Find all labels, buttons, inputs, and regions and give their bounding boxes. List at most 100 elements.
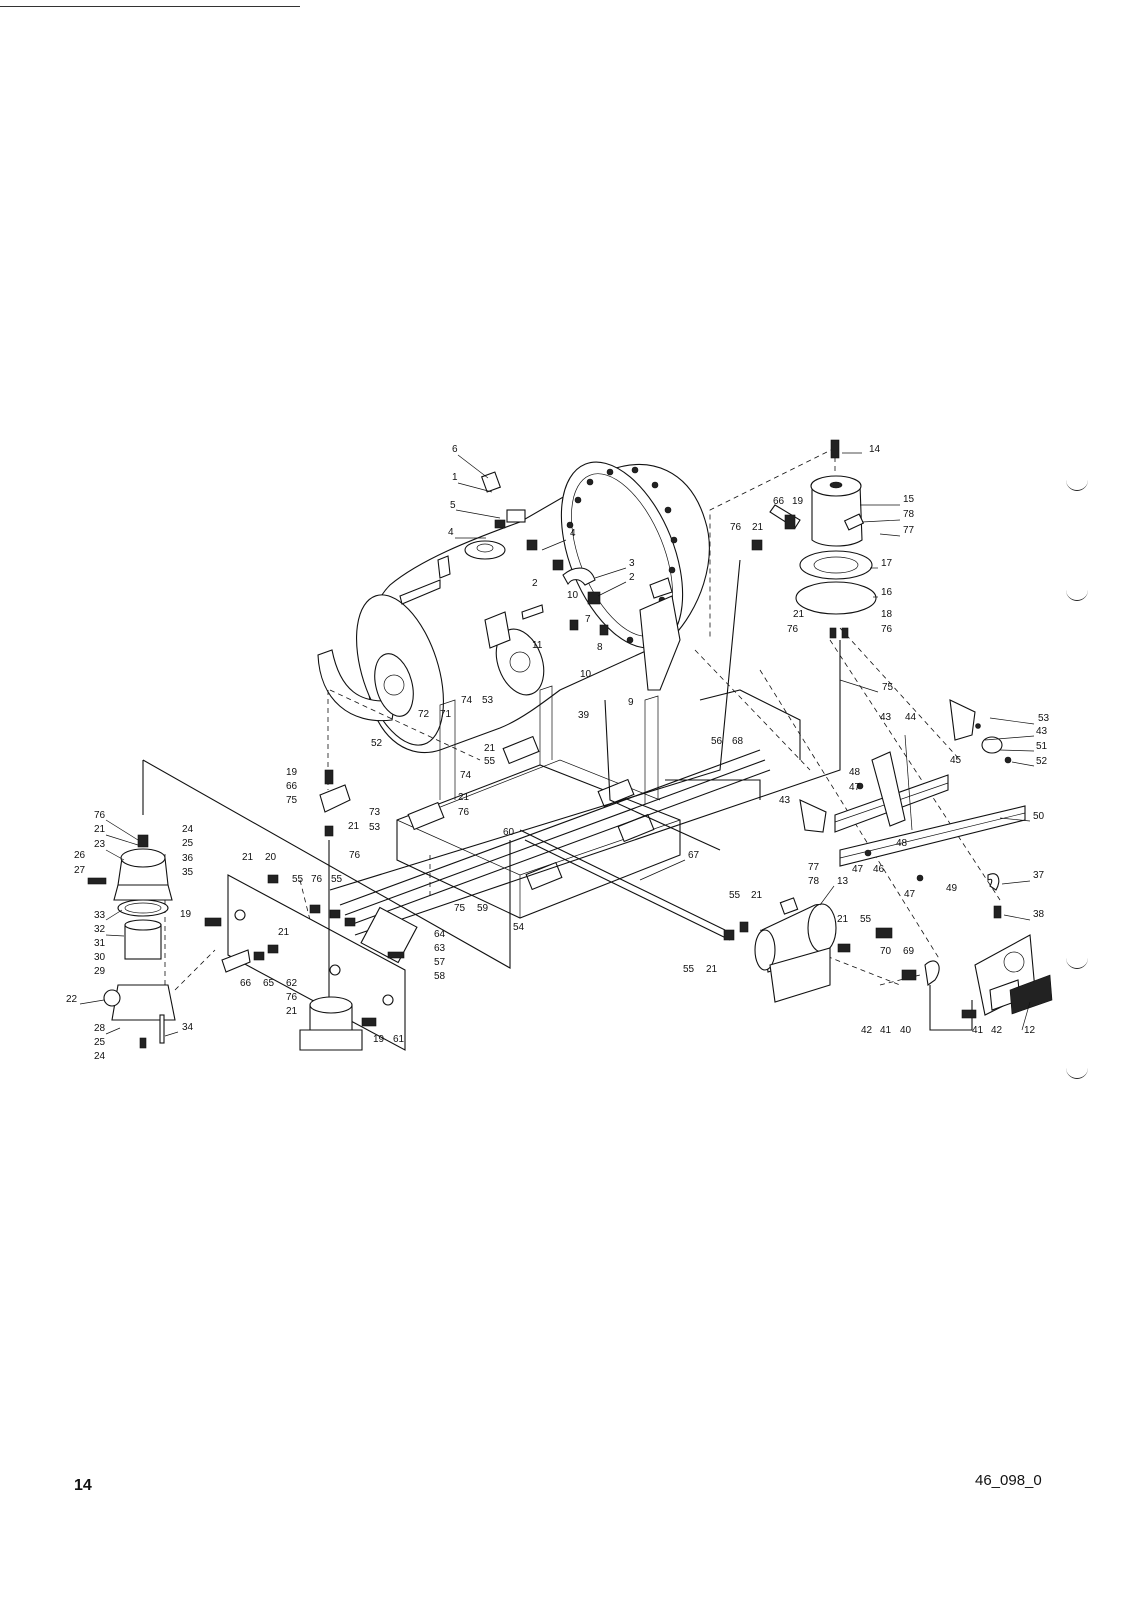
part-callout-40: 40 xyxy=(900,1025,912,1036)
part-callout-57: 57 xyxy=(434,957,446,968)
part-callout-48: 48 xyxy=(849,767,861,778)
part-callout-6: 6 xyxy=(452,444,458,455)
part-callout-47: 47 xyxy=(852,864,864,875)
part-callout-35: 35 xyxy=(182,867,194,878)
part-callout-29: 29 xyxy=(94,966,106,977)
part-callout-47: 47 xyxy=(849,782,861,793)
part-callout-9: 9 xyxy=(628,697,634,708)
part-callout-76: 76 xyxy=(349,850,361,861)
part-callout-28: 28 xyxy=(94,1023,106,1034)
part-callout-48: 48 xyxy=(896,838,908,849)
part-callout-20: 20 xyxy=(265,852,277,863)
part-callout-11: 11 xyxy=(532,640,543,651)
part-callout-33: 33 xyxy=(94,910,106,921)
part-callout-21: 21 xyxy=(458,792,470,803)
part-callout-56: 56 xyxy=(711,736,723,747)
part-callout-2: 2 xyxy=(532,578,538,589)
part-callout-55: 55 xyxy=(683,964,695,975)
binding-mark xyxy=(1066,590,1088,601)
part-callout-42: 42 xyxy=(861,1025,873,1036)
part-callout-23: 23 xyxy=(94,839,106,850)
part-callout-45: 45 xyxy=(950,755,962,766)
part-callout-50: 50 xyxy=(1033,811,1045,822)
part-callout-76: 76 xyxy=(881,624,893,635)
part-callout-75: 75 xyxy=(454,903,466,914)
part-callout-66: 66 xyxy=(286,781,298,792)
part-callout-21: 21 xyxy=(751,890,763,901)
part-callout-21: 21 xyxy=(278,927,290,938)
part-callout-17: 17 xyxy=(881,558,893,569)
part-callout-52: 52 xyxy=(1036,756,1048,767)
part-callout-7: 7 xyxy=(585,614,591,625)
part-callout-54: 54 xyxy=(513,922,525,933)
drawing-id: 46_098_0 xyxy=(975,1472,1042,1489)
part-callout-2: 2 xyxy=(629,572,635,583)
part-callout-74: 74 xyxy=(461,695,473,706)
part-callout-26: 26 xyxy=(74,850,86,861)
part-callout-68: 68 xyxy=(732,736,744,747)
part-callout-76: 76 xyxy=(730,522,742,533)
part-callout-76: 76 xyxy=(458,807,470,818)
part-callout-77: 77 xyxy=(808,862,820,873)
part-callout-21: 21 xyxy=(752,522,764,533)
part-callout-25: 25 xyxy=(94,1037,106,1048)
mounting-plate-61 xyxy=(227,874,418,1051)
pressure-vessel xyxy=(317,461,710,754)
part-callout-67: 67 xyxy=(688,850,700,861)
part-callout-34: 34 xyxy=(182,1022,194,1033)
part-callout-55: 55 xyxy=(331,874,343,885)
part-callout-14: 14 xyxy=(869,444,881,455)
part-callout-32: 32 xyxy=(94,924,106,935)
part-callout-76: 76 xyxy=(787,624,799,635)
part-callout-62: 62 xyxy=(286,978,298,989)
part-callout-60: 60 xyxy=(503,827,515,838)
part-callout-21: 21 xyxy=(793,609,805,620)
part-callout-27: 27 xyxy=(74,865,86,876)
part-callout-66: 66 xyxy=(773,496,785,507)
part-callout-78: 78 xyxy=(808,876,820,887)
part-callout-19: 19 xyxy=(792,496,804,507)
part-callout-51: 51 xyxy=(1036,741,1048,752)
part-callout-31: 31 xyxy=(94,938,106,949)
part-callout-3: 3 xyxy=(629,558,635,569)
part-callout-12: 12 xyxy=(1024,1025,1036,1036)
part-callout-78: 78 xyxy=(903,509,915,520)
part-callout-72: 72 xyxy=(418,709,430,720)
part-callout-41: 41 xyxy=(880,1025,892,1036)
page-number: 14 xyxy=(74,1477,92,1494)
top-rule xyxy=(0,6,300,7)
rails-and-brackets xyxy=(799,699,1026,919)
part-callout-43: 43 xyxy=(880,712,892,723)
part-callout-19: 19 xyxy=(286,767,298,778)
part-callout-24: 24 xyxy=(182,824,194,835)
part-callout-53: 53 xyxy=(369,822,381,833)
part-callout-69: 69 xyxy=(903,946,915,957)
part-callout-15: 15 xyxy=(903,494,915,505)
part-callout-21: 21 xyxy=(242,852,254,863)
filter-housing-left xyxy=(87,834,176,1049)
part-callout-21: 21 xyxy=(837,914,849,925)
part-callout-55: 55 xyxy=(292,874,304,885)
part-callout-21: 21 xyxy=(484,743,496,754)
part-callout-10: 10 xyxy=(567,590,579,601)
part-callout-41: 41 xyxy=(972,1025,984,1036)
part-callout-18: 18 xyxy=(881,609,893,620)
part-callout-59: 59 xyxy=(477,903,489,914)
part-callout-76: 76 xyxy=(311,874,323,885)
part-callout-73: 73 xyxy=(369,807,381,818)
part-callout-19: 19 xyxy=(180,909,192,920)
part-callout-19: 19 xyxy=(373,1034,385,1045)
part-callout-5: 5 xyxy=(450,500,456,511)
part-callout-58: 58 xyxy=(434,971,446,982)
part-callout-22: 22 xyxy=(66,994,78,1005)
part-callout-61: 61 xyxy=(393,1034,405,1045)
part-callout-36: 36 xyxy=(182,853,194,864)
part-callout-52: 52 xyxy=(371,738,383,749)
part-callout-39: 39 xyxy=(578,710,590,721)
part-callout-49: 49 xyxy=(946,883,958,894)
part-callout-55: 55 xyxy=(729,890,741,901)
part-callout-76: 76 xyxy=(286,992,298,1003)
part-callout-4: 4 xyxy=(570,528,576,539)
part-callout-10: 10 xyxy=(580,669,592,680)
